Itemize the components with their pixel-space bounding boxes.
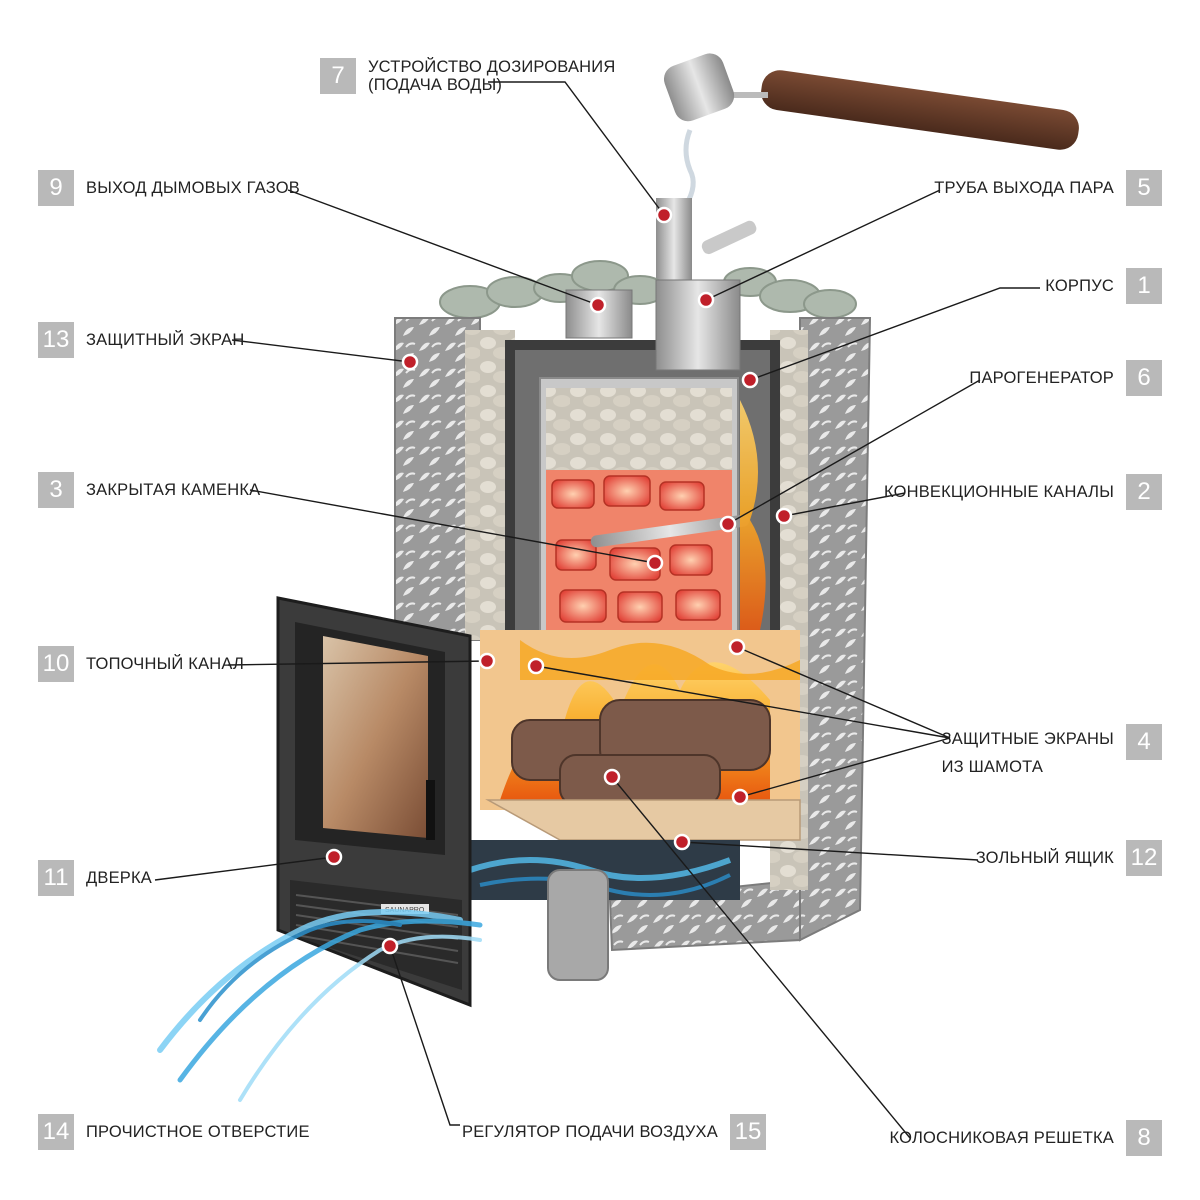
label-10-firebox-channel: 10 ТОПОЧНЫЙ КАНАЛ bbox=[38, 646, 244, 682]
label-11-text: ДВЕРКА bbox=[86, 869, 153, 887]
badge-12: 12 bbox=[1126, 840, 1162, 876]
label-4-line2: ИЗ ШАМОТА bbox=[941, 758, 1044, 776]
label-13-text: ЗАЩИТНЫЙ ЭКРАН bbox=[86, 331, 245, 349]
label-5-text: ТРУБА ВЫХОДА ПАРА bbox=[934, 179, 1114, 197]
label-8-grate: 8 КОЛОСНИКОВАЯ РЕШЕТКА bbox=[889, 1120, 1162, 1156]
label-7-line1: УСТРОЙСТВО ДОЗИРОВАНИЯ bbox=[368, 58, 616, 76]
badge-15: 15 bbox=[729, 1114, 766, 1150]
badge-3: 3 bbox=[38, 472, 74, 508]
label-14-text: ПРОЧИСТНОЕ ОТВЕРСТИЕ bbox=[86, 1123, 310, 1141]
label-9-flue-gas-outlet: 9 ВЫХОД ДЫМОВЫХ ГАЗОВ bbox=[38, 170, 300, 206]
label-12-ash-pan: 12 ЗОЛЬНЫЙ ЯЩИК bbox=[976, 840, 1162, 876]
top-stones bbox=[439, 260, 857, 319]
badge-13: 13 bbox=[38, 322, 74, 358]
water-ladle bbox=[663, 53, 1079, 207]
badge-1: 1 bbox=[1126, 268, 1162, 304]
badge-8: 8 bbox=[1126, 1120, 1162, 1156]
label-2-convection-channels: 2 КОНВЕКЦИОННЫЕ КАНАЛЫ bbox=[884, 474, 1162, 510]
label-8-text: КОЛОСНИКОВАЯ РЕШЕТКА bbox=[889, 1129, 1114, 1147]
label-4-fireclay-screens: 4 ЗАЩИТНЫЕ ЭКРАНЫ ИЗ ШАМОТА bbox=[942, 722, 1162, 778]
label-4-line1: ЗАЩИТНЫЕ ЭКРАНЫ bbox=[941, 730, 1114, 748]
label-9-text: ВЫХОД ДЫМОВЫХ ГАЗОВ bbox=[86, 179, 300, 197]
label-3-text: ЗАКРЫТАЯ КАМЕНКА bbox=[86, 481, 261, 499]
label-2-text: КОНВЕКЦИОННЫЕ КАНАЛЫ bbox=[883, 483, 1114, 501]
label-5-steam-outlet-pipe: 5 ТРУБА ВЫХОДА ПАРА bbox=[934, 170, 1162, 206]
badge-9: 9 bbox=[38, 170, 74, 206]
callout-dots bbox=[325, 206, 793, 955]
badge-10: 10 bbox=[38, 646, 74, 682]
badge-5: 5 bbox=[1126, 170, 1162, 206]
leader-lines bbox=[154, 81, 1040, 1139]
label-11-door: 11 ДВЕРКА bbox=[38, 860, 152, 896]
badge-14: 14 bbox=[38, 1114, 74, 1150]
label-10-text: ТОПОЧНЫЙ КАНАЛ bbox=[86, 655, 244, 673]
brand-plate bbox=[381, 904, 429, 914]
label-1-body: 1 КОРПУС bbox=[1045, 268, 1162, 304]
label-14-cleaning-hole: 14 ПРОЧИСТНОЕ ОТВЕРСТИЕ bbox=[38, 1114, 310, 1150]
label-15-text: РЕГУЛЯТОР ПОДАЧИ ВОЗДУХА bbox=[462, 1123, 718, 1141]
label-3-closed-heater: 3 ЗАКРЫТАЯ КАМЕНКА bbox=[38, 472, 260, 508]
logs bbox=[511, 699, 771, 806]
badge-7: 7 bbox=[320, 58, 356, 94]
label-7-line2: (ПОДАЧА ВОДЫ) bbox=[368, 76, 503, 94]
badge-2: 2 bbox=[1126, 474, 1162, 510]
badge-6: 6 bbox=[1126, 360, 1162, 396]
label-15-air-regulator: 15 РЕГУЛЯТОР ПОДАЧИ ВОЗДУХА bbox=[462, 1114, 766, 1150]
air-streams bbox=[157, 909, 483, 1102]
badge-11: 11 bbox=[38, 860, 74, 896]
label-6-steam-generator: 6 ПАРОГЕНЕРАТОР bbox=[969, 360, 1162, 396]
label-7-dosing-device: 7 УСТРОЙСТВО ДОЗИРОВАНИЯ (ПОДАЧА ВОДЫ) bbox=[320, 52, 615, 100]
badge-4: 4 bbox=[1126, 724, 1162, 760]
label-13-protective-screen: 13 ЗАЩИТНЫЙ ЭКРАН bbox=[38, 322, 244, 358]
label-12-text: ЗОЛЬНЫЙ ЯЩИК bbox=[975, 849, 1114, 867]
label-6-text: ПАРОГЕНЕРАТОР bbox=[969, 369, 1114, 387]
label-1-text: КОРПУС bbox=[1045, 277, 1114, 295]
